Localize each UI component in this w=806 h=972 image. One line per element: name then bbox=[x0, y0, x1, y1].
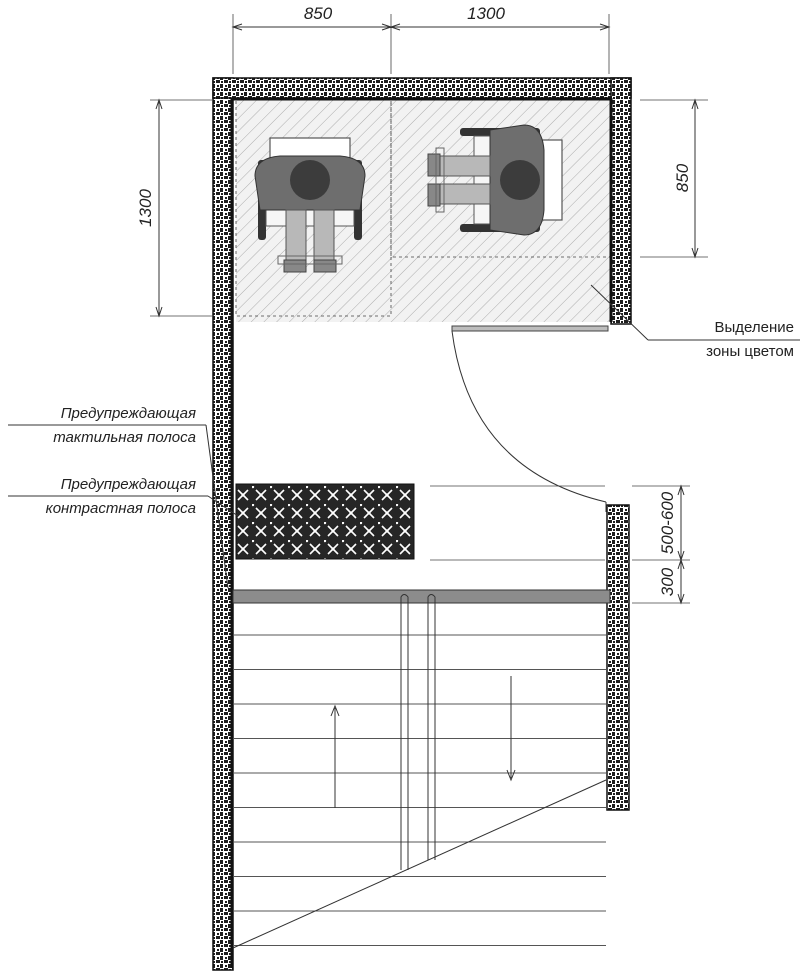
door bbox=[451, 325, 609, 512]
tactile-label-line2: тактильная полоса bbox=[53, 429, 196, 446]
dimension-width-right: 1300 bbox=[467, 4, 505, 23]
up-arrow bbox=[330, 704, 340, 808]
tactile-label-line1: Предупреждающая bbox=[61, 405, 196, 422]
dimension-left: 1300 bbox=[136, 98, 212, 318]
tactile-warning-strip bbox=[235, 483, 415, 560]
contrast-label-line2: контрастная полоса bbox=[46, 500, 196, 517]
contrast-strip-callout: Предупреждающая контрастная полоса bbox=[8, 476, 239, 517]
dimension-height-left: 1300 bbox=[136, 189, 155, 227]
dimension-warning-band: 500-600 bbox=[658, 491, 677, 554]
color-zone-label-line2: зоны цветом bbox=[706, 343, 794, 360]
dimension-warning: 500-600 300 bbox=[632, 484, 690, 605]
dimension-right: 850 bbox=[640, 98, 708, 259]
handrail bbox=[400, 594, 436, 870]
dimension-step-offset: 300 bbox=[658, 567, 677, 596]
dimension-height-right: 850 bbox=[673, 163, 692, 192]
dimension-top: 850 1300 bbox=[231, 4, 611, 74]
walls bbox=[212, 77, 632, 971]
color-zone-label-line1: Выделение bbox=[715, 319, 794, 336]
dimension-width-left: 850 bbox=[304, 4, 333, 23]
down-arrow bbox=[506, 676, 516, 782]
contrast-label-line1: Предупреждающая bbox=[61, 476, 196, 493]
stair-flight bbox=[233, 634, 606, 946]
contrast-warning-strip bbox=[232, 589, 611, 604]
tactile-strip-callout: Предупреждающая тактильная полоса bbox=[8, 405, 229, 589]
color-zone-callout: Выделение зоны цветом bbox=[590, 284, 800, 360]
section-cut-line bbox=[232, 779, 607, 949]
